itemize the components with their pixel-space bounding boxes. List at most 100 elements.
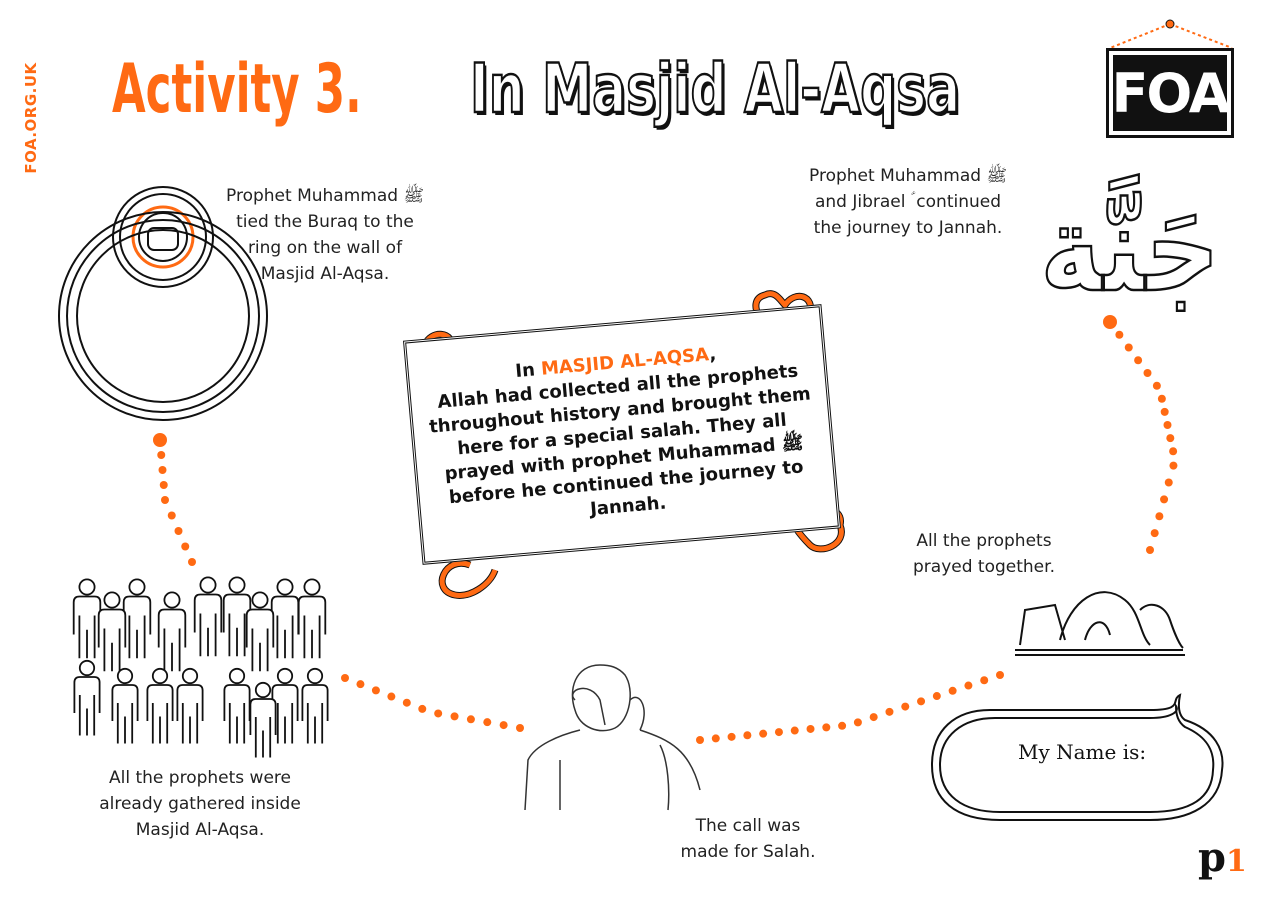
path-dot	[838, 721, 847, 730]
path-dot	[822, 723, 831, 732]
path-dot	[1150, 529, 1159, 538]
path-dot	[1115, 330, 1124, 339]
path-dot	[153, 433, 167, 447]
page-letter: p	[1198, 834, 1226, 881]
prophets-group-icon	[72, 576, 329, 758]
path-dot	[885, 707, 894, 716]
path-dot	[1169, 447, 1178, 456]
path-dot	[853, 718, 862, 727]
path-dot	[711, 734, 720, 743]
caption-call: The call was made for Salah.	[648, 813, 848, 865]
caption-line: Masjid Al-Aqsa.	[135, 820, 265, 840]
prophet-figure-icon	[73, 659, 101, 736]
caption-line: ring on the wall of	[247, 238, 403, 258]
prophet-figure-icon	[122, 578, 152, 659]
path-dot	[806, 724, 815, 733]
logo-hanger	[1109, 19, 1233, 49]
path-dot	[356, 680, 365, 689]
path-dot	[759, 729, 768, 738]
path-dot	[483, 718, 492, 727]
caption-jannah: Prophet Muhammad ﷺ and Jibrael ؑ continu…	[785, 163, 1031, 241]
prophet-figure-icon	[193, 576, 223, 657]
prophet-figure-icon	[245, 591, 275, 672]
website-text: FOA.ORG.UK	[22, 61, 40, 174]
path-dot	[1103, 315, 1117, 329]
path-dot	[1124, 343, 1133, 352]
path-dot	[188, 558, 196, 566]
path-dot	[450, 712, 459, 721]
caption-line: Prophet Muhammad ﷺ	[226, 186, 424, 206]
path-dot	[159, 481, 168, 489]
caption-line: the journey to Jannah.	[813, 218, 1003, 238]
prophet-figure-icon	[297, 578, 327, 659]
page-digit: 1	[1225, 844, 1247, 879]
path-dot	[371, 686, 380, 695]
caption-line: tied the Buraq to the	[236, 212, 414, 232]
path-dot	[1157, 394, 1166, 403]
path-dot	[743, 731, 752, 740]
logo-text: FOA	[1111, 55, 1231, 131]
path-dot	[402, 698, 411, 707]
path-dot	[387, 692, 396, 701]
prophet-figure-icon	[222, 576, 252, 657]
path-dot	[157, 451, 166, 459]
prophet-figure-icon	[301, 667, 329, 744]
path-dot	[1152, 381, 1161, 390]
path-dot	[774, 728, 783, 737]
caption-line: prayed together.	[913, 557, 1055, 577]
path-dot	[434, 709, 443, 718]
path-dot	[727, 732, 736, 741]
path-dot	[1134, 356, 1143, 365]
story-in: In	[514, 358, 542, 382]
path-dot	[869, 713, 878, 722]
path-dot	[516, 724, 524, 732]
path-dot	[181, 542, 190, 551]
adhan-man-icon	[524, 664, 701, 811]
arabic-word: جَنَّة	[1040, 173, 1220, 319]
caption-line: and Jibrael ؑ continued	[814, 192, 1002, 212]
path-dot	[917, 697, 926, 706]
name-speech-bubble	[930, 693, 1224, 821]
caption-line: The call was	[695, 816, 801, 836]
path-dot	[1155, 512, 1164, 521]
path-dot	[932, 692, 941, 701]
path-dot	[167, 511, 176, 520]
path-dot	[418, 704, 427, 713]
caption-line: All the prophets were	[109, 768, 291, 788]
caption-line: already gathered inside	[99, 794, 301, 814]
path-dot	[174, 527, 183, 535]
caption-line: made for Salah.	[680, 842, 816, 862]
path-dot	[1166, 434, 1175, 443]
prophet-figure-icon	[146, 667, 174, 744]
path-dot	[499, 721, 508, 730]
path-dot	[158, 466, 167, 474]
prophet-figure-icon	[157, 591, 187, 672]
path-dot	[696, 736, 704, 744]
caption-line: All the prophets	[916, 531, 1052, 551]
caption-prayed: All the prophets prayed together.	[884, 528, 1084, 580]
page-title: In Masjid Al-Aqsa	[469, 49, 961, 131]
path-dot	[1164, 478, 1173, 487]
path-dot	[948, 686, 957, 695]
caption-line: Masjid Al-Aqsa.	[260, 264, 390, 284]
path-dot	[980, 676, 989, 685]
prophet-figure-icon	[111, 667, 139, 744]
path-dot	[790, 726, 799, 735]
path-dot	[466, 715, 475, 724]
activity-number: Activity 3.	[112, 50, 362, 129]
prostrating-figure-icon	[1015, 591, 1185, 656]
path-dot	[964, 681, 973, 690]
website-label: FOA.ORG.UK	[12, 60, 50, 175]
caption-gathered: All the prophets were already gathered i…	[70, 765, 330, 843]
prophet-figure-icon	[176, 667, 204, 744]
path-dot	[1160, 495, 1169, 504]
name-label: My Name is:	[1018, 740, 1147, 764]
story-body: Allah had collected all the prophets thr…	[428, 359, 812, 520]
prophet-figure-icon	[72, 578, 102, 659]
path-dot	[161, 496, 169, 504]
path-dot	[1160, 407, 1169, 416]
path-dot	[1146, 546, 1154, 554]
story-box: In MASJID AL-AQSA,Allah had collected al…	[402, 304, 842, 565]
prophet-figure-icon	[270, 578, 300, 659]
